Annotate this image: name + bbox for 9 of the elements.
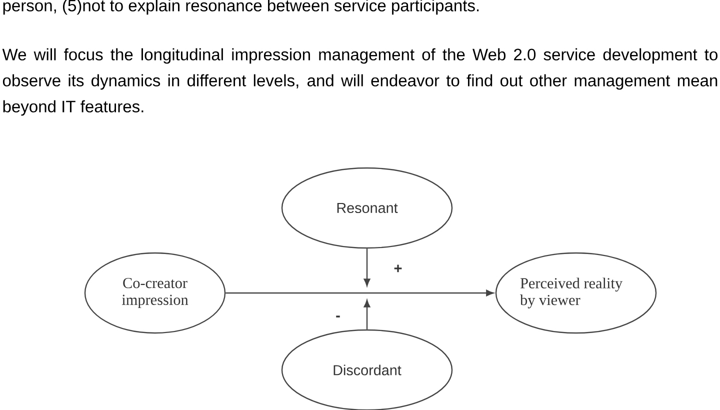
arrow — [364, 248, 370, 286]
arrow — [226, 290, 494, 296]
paragraph: We will focus the longitudinal impression management of the Web 2.0 service development to observe its dynamics in different levels, and will endeavor to find out other management mean beyond IT features. — [2, 48, 718, 116]
arrow — [364, 300, 370, 330]
ellipse-node: Resonant — [281, 167, 453, 249]
edge-label: - — [334, 314, 342, 322]
edge-label: + — [392, 263, 404, 275]
ellipse-node: Perceived reality by viewer — [495, 252, 657, 334]
ellipse-node: Co-creator impression — [84, 252, 226, 334]
